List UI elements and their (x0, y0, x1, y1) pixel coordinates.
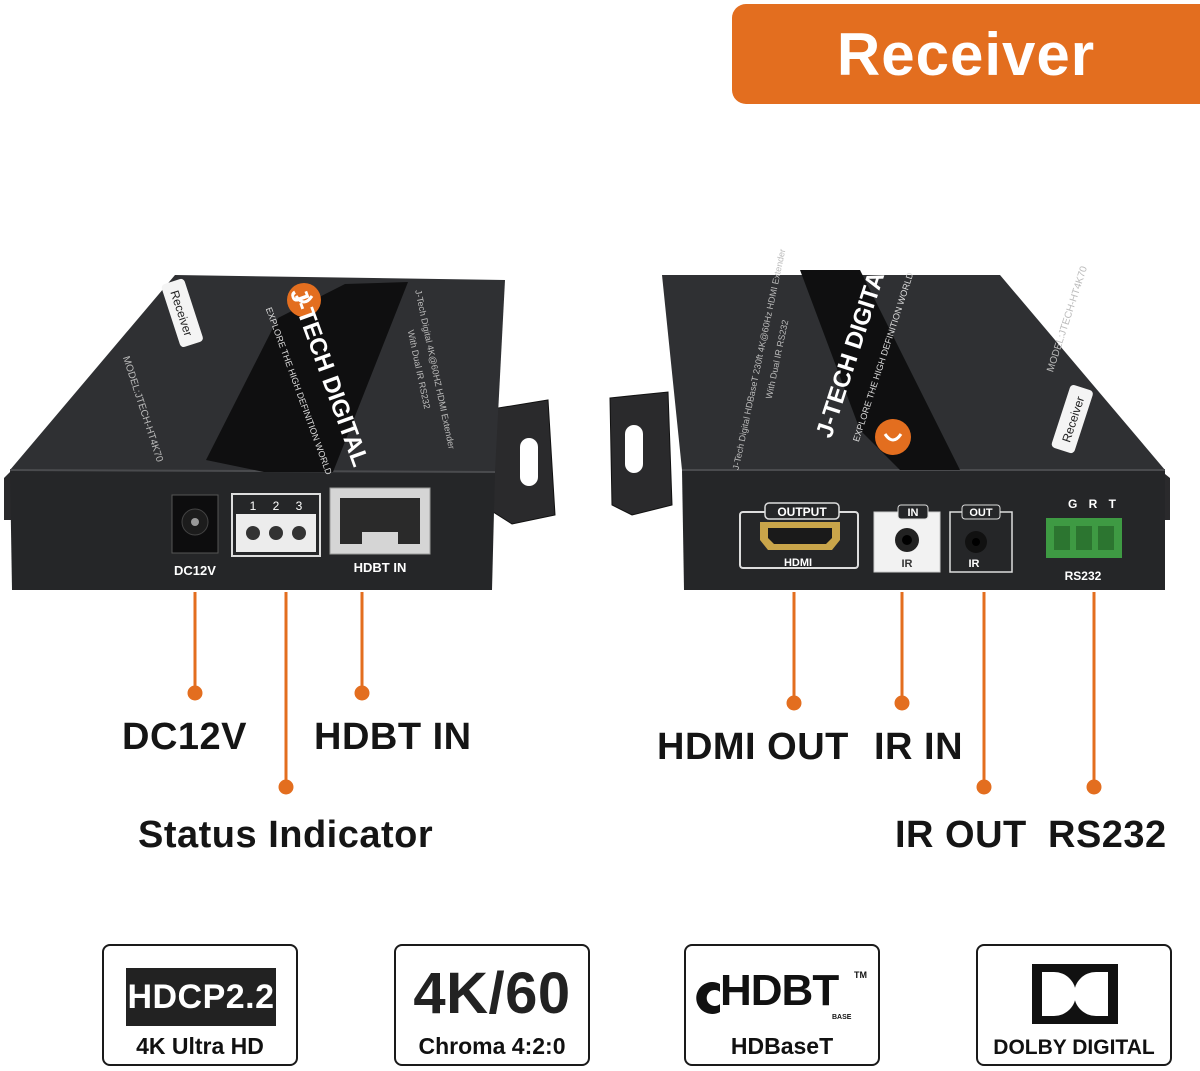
badge-hdcp-sub: 4K Ultra HD (136, 1033, 264, 1059)
right-receiver-device: J-TECH DIGITAL EXPLORE THE HIGH DEFINITI… (609, 248, 1170, 590)
callout-dot-dc (187, 685, 203, 701)
left-brand-logo-icon (287, 283, 321, 317)
callout-dot-status (278, 779, 294, 795)
right-brand-logo-icon (875, 419, 911, 455)
ir-in-label: IR (902, 558, 913, 570)
label-ir-in: IR IN (874, 726, 964, 768)
receiver-banner: Receiver (732, 4, 1200, 104)
output-tag: OUTPUT (777, 505, 827, 519)
badge-hdbaset-title: HDBT (720, 966, 839, 1015)
right-brand-band (800, 270, 960, 470)
label-ir-out: IR OUT (895, 814, 1027, 856)
ir-out-tag: OUT (969, 507, 993, 519)
status-led-2 (269, 526, 283, 540)
status-led-box (231, 493, 321, 557)
badge-hdbaset-sub: HDBaseT (730, 1033, 834, 1059)
ear-slot (520, 438, 538, 486)
right-device-top (662, 275, 1165, 470)
badge-dolby-sub: DOLBY DIGITAL (993, 1036, 1155, 1059)
badge-hdbaset-tm: TM (854, 970, 867, 980)
badge-hdcp: HDCP2.2 4K Ultra HD (102, 944, 298, 1066)
badge-hdbaset-small: BASE (832, 1014, 852, 1021)
left-mounting-ear-small (4, 470, 12, 520)
hdbaset-logo-icon (696, 982, 720, 1014)
dolby-logo-icon (1032, 964, 1118, 1024)
left-brand-band (206, 282, 408, 472)
hdmi-port-label: HDMI (784, 557, 812, 569)
badge-hdcp-title: HDCP2.2 (126, 968, 276, 1026)
badge-dolby: DOLBY DIGITAL (976, 944, 1172, 1066)
callout-dot-hdbt (354, 685, 370, 701)
led-number-1: 1 (250, 499, 257, 513)
ir-in-tag: IN (908, 507, 919, 519)
product-scene: J-TECH DIGITAL EXPLORE THE HIGH DEFINITI… (4, 248, 1170, 795)
callout-dot-rs232 (1086, 779, 1102, 795)
left-receiver-device: J-TECH DIGITAL EXPLORE THE HIGH DEFINITI… (4, 275, 556, 590)
rs232-port-label: RS232 (1065, 569, 1102, 583)
badge-4k60-title: 4K/60 (413, 961, 571, 1026)
rs232-pin-labels: G R T (1068, 497, 1120, 511)
dc-port-label: DC12V (174, 563, 216, 578)
label-hdbt-in: HDBT IN (314, 716, 472, 758)
callout-lines (187, 592, 1102, 795)
callout-dot-irout (976, 779, 992, 795)
led-number-3: 3 (296, 499, 303, 513)
badge-hdbaset: HDBT TM BASE HDBaseT (684, 944, 880, 1066)
label-rs232: RS232 (1048, 814, 1167, 856)
callout-dot-irin (894, 695, 910, 711)
label-status-indicator: Status Indicator (138, 814, 434, 856)
status-led-1 (246, 526, 260, 540)
label-dc12v: DC12V (122, 716, 247, 758)
ear-slot-right (625, 425, 643, 473)
badge-4k60-sub: Chroma 4:2:0 (418, 1033, 566, 1059)
banner-title: Receiver (836, 20, 1096, 88)
ir-out-label: IR (969, 558, 980, 570)
callout-dot-hdmi (786, 695, 802, 711)
left-sticker (161, 278, 203, 348)
label-hdmi-out: HDMI OUT (657, 726, 849, 768)
status-led-3 (292, 526, 306, 540)
badge-4k60: 4K/60 Chroma 4:2:0 (394, 944, 590, 1066)
right-sticker (1051, 384, 1093, 454)
led-number-2: 2 (273, 499, 280, 513)
hdbt-port-label: HDBT IN (354, 560, 407, 575)
